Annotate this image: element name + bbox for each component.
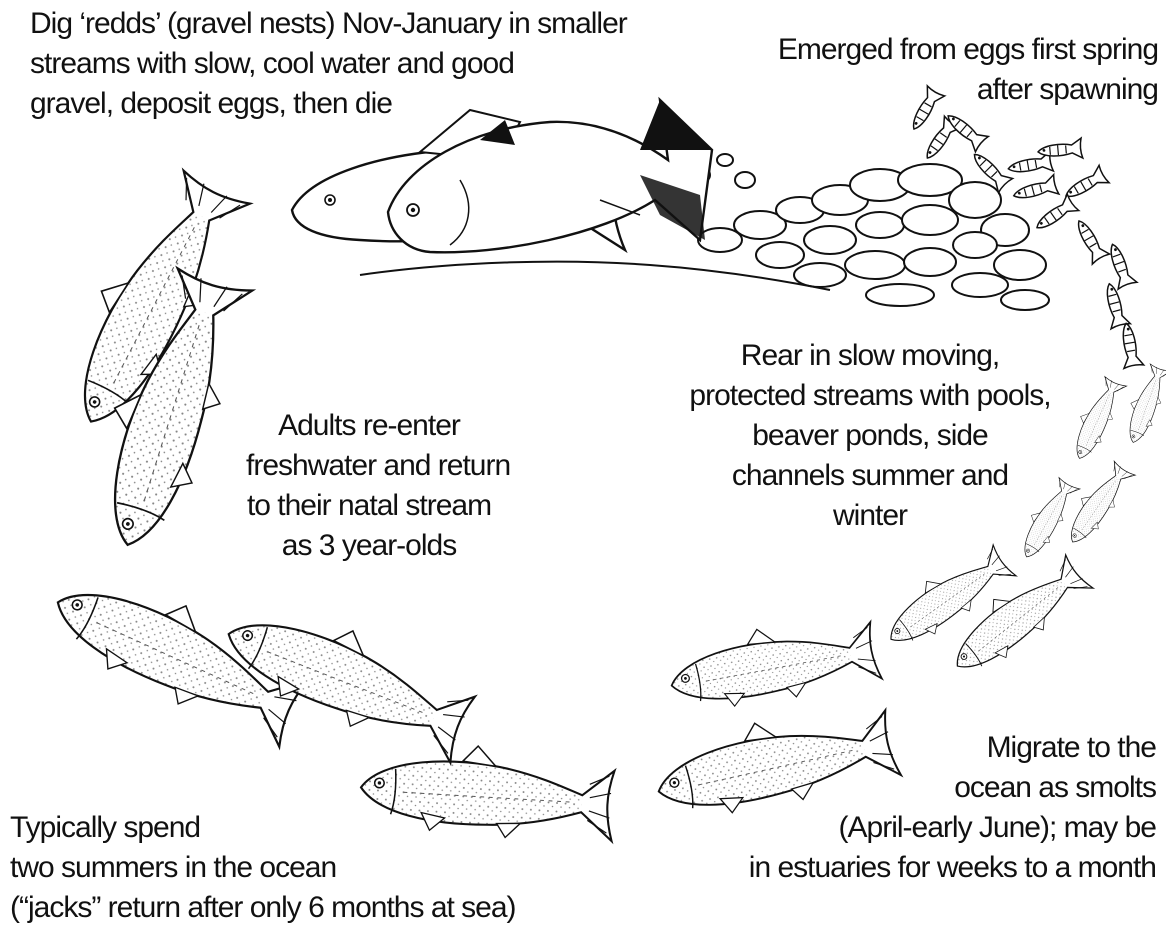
emergence-line-2: after spawning <box>778 70 1158 110</box>
stream-bed <box>360 262 830 290</box>
ocean-adult-group <box>40 556 617 845</box>
emergence-caption: Emerged from eggs first spring after spa… <box>778 30 1158 110</box>
ocean-line-2: two summers in the ocean <box>10 848 516 888</box>
return-line-2: freshwater and return <box>246 446 492 486</box>
smolt-line-2: ocean as smolts <box>749 768 1156 808</box>
return-caption: Adults re-enter freshwater and return to… <box>246 406 492 566</box>
emergence-line-1: Emerged from eggs first spring <box>778 30 1158 70</box>
smolt-line-3: (April-early June); may be <box>749 808 1156 848</box>
smolt-line-4: in estuaries for weeks to a month <box>749 848 1156 888</box>
return-line-4: as 3 year-olds <box>246 526 492 566</box>
spawning-line-1: Dig ‘redds’ (gravel nests) Nov-January i… <box>30 4 627 44</box>
rearing-line-5: winter <box>682 496 1058 536</box>
rearing-caption: Rear in slow moving, protected streams w… <box>682 336 1058 536</box>
returning-adult-group <box>45 161 256 558</box>
ocean-line-3: (“jacks” return after only 6 months at s… <box>10 888 516 928</box>
rearing-line-4: channels summer and <box>682 456 1058 496</box>
return-line-3: to their natal stream <box>246 486 492 526</box>
return-line-1: Adults re-enter <box>246 406 492 446</box>
rearing-line-2: protected streams with pools, <box>682 376 1058 416</box>
smolt-caption: Migrate to the ocean as smolts (April-ea… <box>749 728 1156 888</box>
ocean-line-1: Typically spend <box>10 808 516 848</box>
rearing-line-1: Rear in slow moving, <box>682 336 1058 376</box>
smolt-line-1: Migrate to the <box>749 728 1156 768</box>
rearing-line-3: beaver ponds, side <box>682 416 1058 456</box>
ocean-caption: Typically spend two summers in the ocean… <box>10 808 516 928</box>
spawning-line-3: gravel, deposit eggs, then die <box>30 84 627 124</box>
spawning-line-2: streams with slow, cool water and good <box>30 44 627 84</box>
spawning-caption: Dig ‘redds’ (gravel nests) Nov-January i… <box>30 4 627 124</box>
